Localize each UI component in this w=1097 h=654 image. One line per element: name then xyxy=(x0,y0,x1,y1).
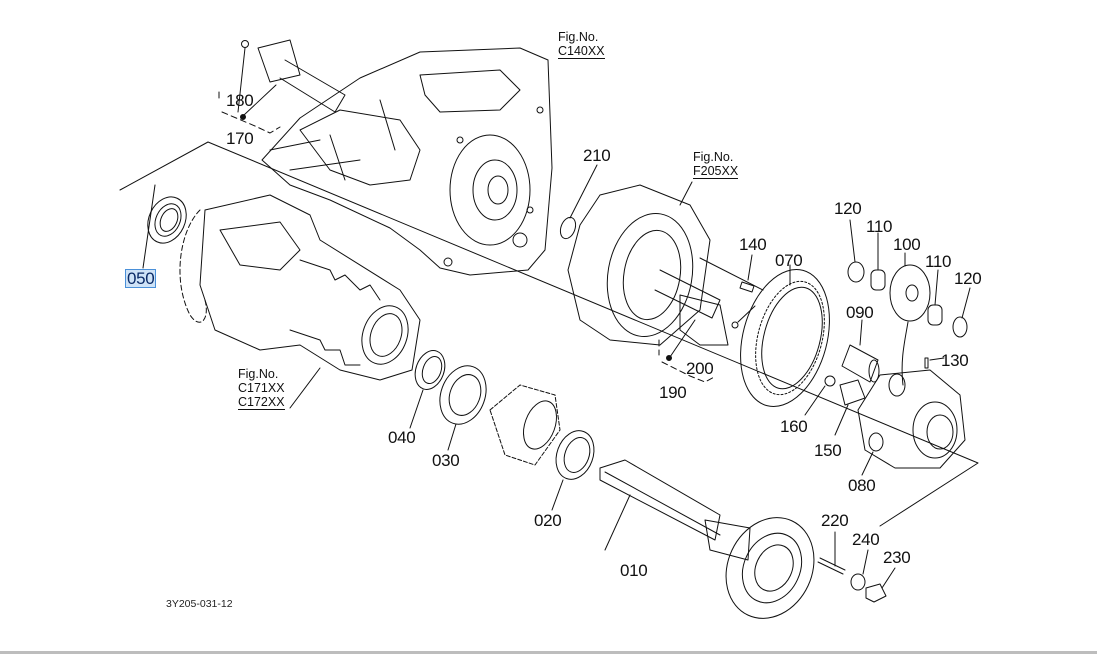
figure-ref-f205[interactable]: Fig.No. F205XX xyxy=(693,150,739,179)
carrier-hub-080-drawing xyxy=(857,369,966,476)
gear-set-drawing xyxy=(847,219,971,386)
planetary-housing-drawing xyxy=(567,181,764,383)
snap-ring-210-drawing xyxy=(559,164,598,240)
callout-200[interactable]: 200 xyxy=(686,359,714,378)
figure-ref-c140[interactable]: Fig.No. C140XX xyxy=(558,30,605,59)
callout-020[interactable]: 020 xyxy=(534,511,562,530)
callout-030[interactable]: 030 xyxy=(432,451,460,470)
callout-070[interactable]: 070 xyxy=(775,251,803,270)
callout-150[interactable]: 150 xyxy=(814,441,842,460)
callout-130[interactable]: 130 xyxy=(941,351,969,370)
assembly-bracket xyxy=(119,141,979,527)
transmission-case-drawing xyxy=(261,47,553,276)
callout-090[interactable]: 090 xyxy=(846,303,874,322)
callout-230[interactable]: 230 xyxy=(883,548,911,567)
callout-110-right[interactable]: 110 xyxy=(925,252,952,271)
callout-160[interactable]: 160 xyxy=(780,417,808,436)
figure-ref-code[interactable]: C140XX xyxy=(558,44,605,59)
figure-ref-code[interactable]: C172XX xyxy=(238,395,285,410)
callout-190[interactable]: 190 xyxy=(659,383,687,402)
callout-170[interactable]: 170 xyxy=(226,129,254,148)
callout-220[interactable]: 220 xyxy=(821,511,849,530)
figure-ref-code[interactable]: F205XX xyxy=(693,164,739,179)
bolt-plate-drawing xyxy=(804,375,866,436)
callout-240[interactable]: 240 xyxy=(852,530,880,549)
shaft-090-drawing xyxy=(841,319,945,383)
horizontal-scrollbar-edge xyxy=(0,651,1097,654)
figure-ref-title: Fig.No. xyxy=(693,150,734,164)
callout-180[interactable]: 180 xyxy=(226,91,254,110)
figure-ref-title: Fig.No. xyxy=(238,367,279,381)
callout-110-left[interactable]: 110 xyxy=(866,217,893,236)
axle-housing-drawing xyxy=(179,194,421,409)
callout-140[interactable]: 140 xyxy=(739,235,767,254)
bearings-drawing xyxy=(409,350,595,511)
shaft-170-drawing xyxy=(218,39,346,134)
callout-120-left[interactable]: 120 xyxy=(834,199,862,218)
drawing-code: 3Y205-031-12 xyxy=(166,598,233,610)
pin-140-drawing xyxy=(739,254,755,293)
callout-040[interactable]: 040 xyxy=(388,428,416,447)
callout-210[interactable]: 210 xyxy=(583,146,611,165)
callout-100[interactable]: 100 xyxy=(893,235,921,254)
axle-shaft-010-drawing xyxy=(599,459,896,619)
figure-ref-c171-c172[interactable]: Fig.No. C171XX C172XX xyxy=(238,367,285,410)
callout-010[interactable]: 010 xyxy=(620,561,648,580)
callout-120-right[interactable]: 120 xyxy=(954,269,982,288)
seal-050-drawing xyxy=(142,184,187,269)
figure-ref-title: Fig.No. xyxy=(558,30,599,44)
ring-gear-070-drawing xyxy=(740,264,830,407)
callout-050-selected[interactable]: 050 xyxy=(124,269,157,288)
callout-080[interactable]: 080 xyxy=(848,476,876,495)
figure-ref-code[interactable]: C171XX xyxy=(238,381,285,395)
